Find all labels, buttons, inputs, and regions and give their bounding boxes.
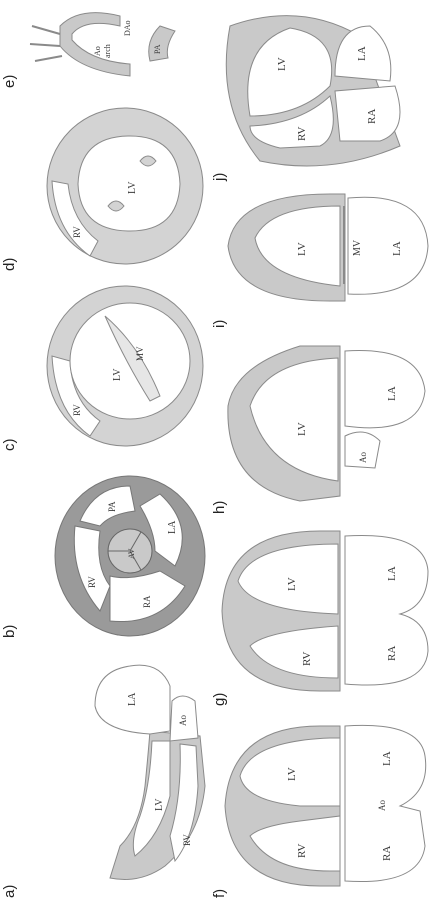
- pb-label-av: AV: [127, 548, 136, 559]
- panel-label-g: g): [211, 693, 228, 706]
- pf-label-la: LA: [381, 751, 393, 766]
- pf-label-ra: RA: [381, 846, 393, 861]
- pe-label-pa: PA: [153, 44, 162, 54]
- panel-label-b: b): [1, 625, 18, 638]
- pe-pa: [149, 26, 175, 61]
- pg-label-rv: RV: [301, 652, 313, 666]
- panel-g: g) RV LV RA LA: [211, 531, 428, 706]
- rotated-figure: a) RV LV Ao LA b) RV PA AV RA LA: [1, 13, 428, 898]
- pc-label-lv: LV: [112, 368, 123, 381]
- pg-atria: [345, 535, 428, 685]
- pb-label-pa: PA: [107, 501, 117, 512]
- pa-label-lv: LV: [154, 798, 165, 811]
- pd-label-lv: LV: [127, 181, 138, 194]
- pi-label-la: LA: [391, 241, 403, 256]
- ph-label-ao: Ao: [358, 452, 368, 463]
- panel-label-e: e): [1, 75, 18, 88]
- pe-label-dao: DAo: [123, 20, 132, 36]
- ph-label-la: LA: [386, 386, 398, 401]
- pg-label-ra: RA: [386, 646, 398, 661]
- pe-label-arch: arch: [103, 44, 112, 58]
- panel-label-d: d): [1, 258, 18, 271]
- panel-label-c: c): [1, 439, 18, 452]
- pb-label-la: LA: [167, 520, 178, 534]
- pf-label-rv: RV: [296, 844, 308, 858]
- pi-label-mv: MV: [352, 239, 363, 256]
- pf-label-lv: LV: [286, 767, 298, 781]
- ph-la: [345, 351, 425, 428]
- pa-label-rv: RV: [182, 834, 192, 846]
- panel-label-i: i): [211, 320, 228, 328]
- pe-arch-vessels: [60, 13, 130, 76]
- panel-j: j) RV LV RA LA: [211, 16, 400, 182]
- panel-i: i) LV MV LA: [211, 194, 428, 328]
- pj-label-la: LA: [356, 46, 368, 61]
- pi-label-lv: LV: [296, 242, 308, 256]
- panel-label-f: f): [211, 889, 228, 898]
- pa-label-ao: Ao: [178, 715, 188, 726]
- pa-label-la: LA: [127, 692, 138, 706]
- pg-label-la: LA: [386, 566, 398, 581]
- pb-label-ra: RA: [142, 595, 152, 608]
- panel-label-a: a): [1, 885, 18, 898]
- panel-f: f) RV LV RA Ao LA: [211, 725, 426, 898]
- pg-label-lv: LV: [286, 577, 298, 591]
- pc-label-rv: RV: [72, 404, 82, 416]
- panel-c: c) RV LV MV: [1, 286, 203, 451]
- pb-label-rv: RV: [87, 576, 97, 588]
- pj-label-ra: RA: [366, 109, 378, 124]
- pj-label-lv: LV: [276, 57, 288, 71]
- pe-branches: [30, 26, 62, 61]
- ph-label-lv: LV: [296, 422, 308, 436]
- pf-label-ao: Ao: [377, 800, 387, 811]
- panel-h: h) LV Ao LA: [211, 346, 425, 514]
- panel-label-h: h): [211, 501, 228, 514]
- panel-label-j: j): [211, 173, 228, 182]
- pc-label-mv: MV: [135, 346, 145, 361]
- pe-label-ao: Ao: [93, 46, 102, 56]
- panel-e: e) Ao arch DAo PA: [1, 13, 175, 88]
- panel-b: b) RV PA AV RA LA: [1, 476, 205, 638]
- pj-label-rv: RV: [296, 127, 308, 141]
- panel-a: a) RV LV Ao LA: [1, 665, 205, 898]
- pd-label-rv: RV: [72, 226, 82, 238]
- panel-d: d) RV LV: [1, 108, 203, 271]
